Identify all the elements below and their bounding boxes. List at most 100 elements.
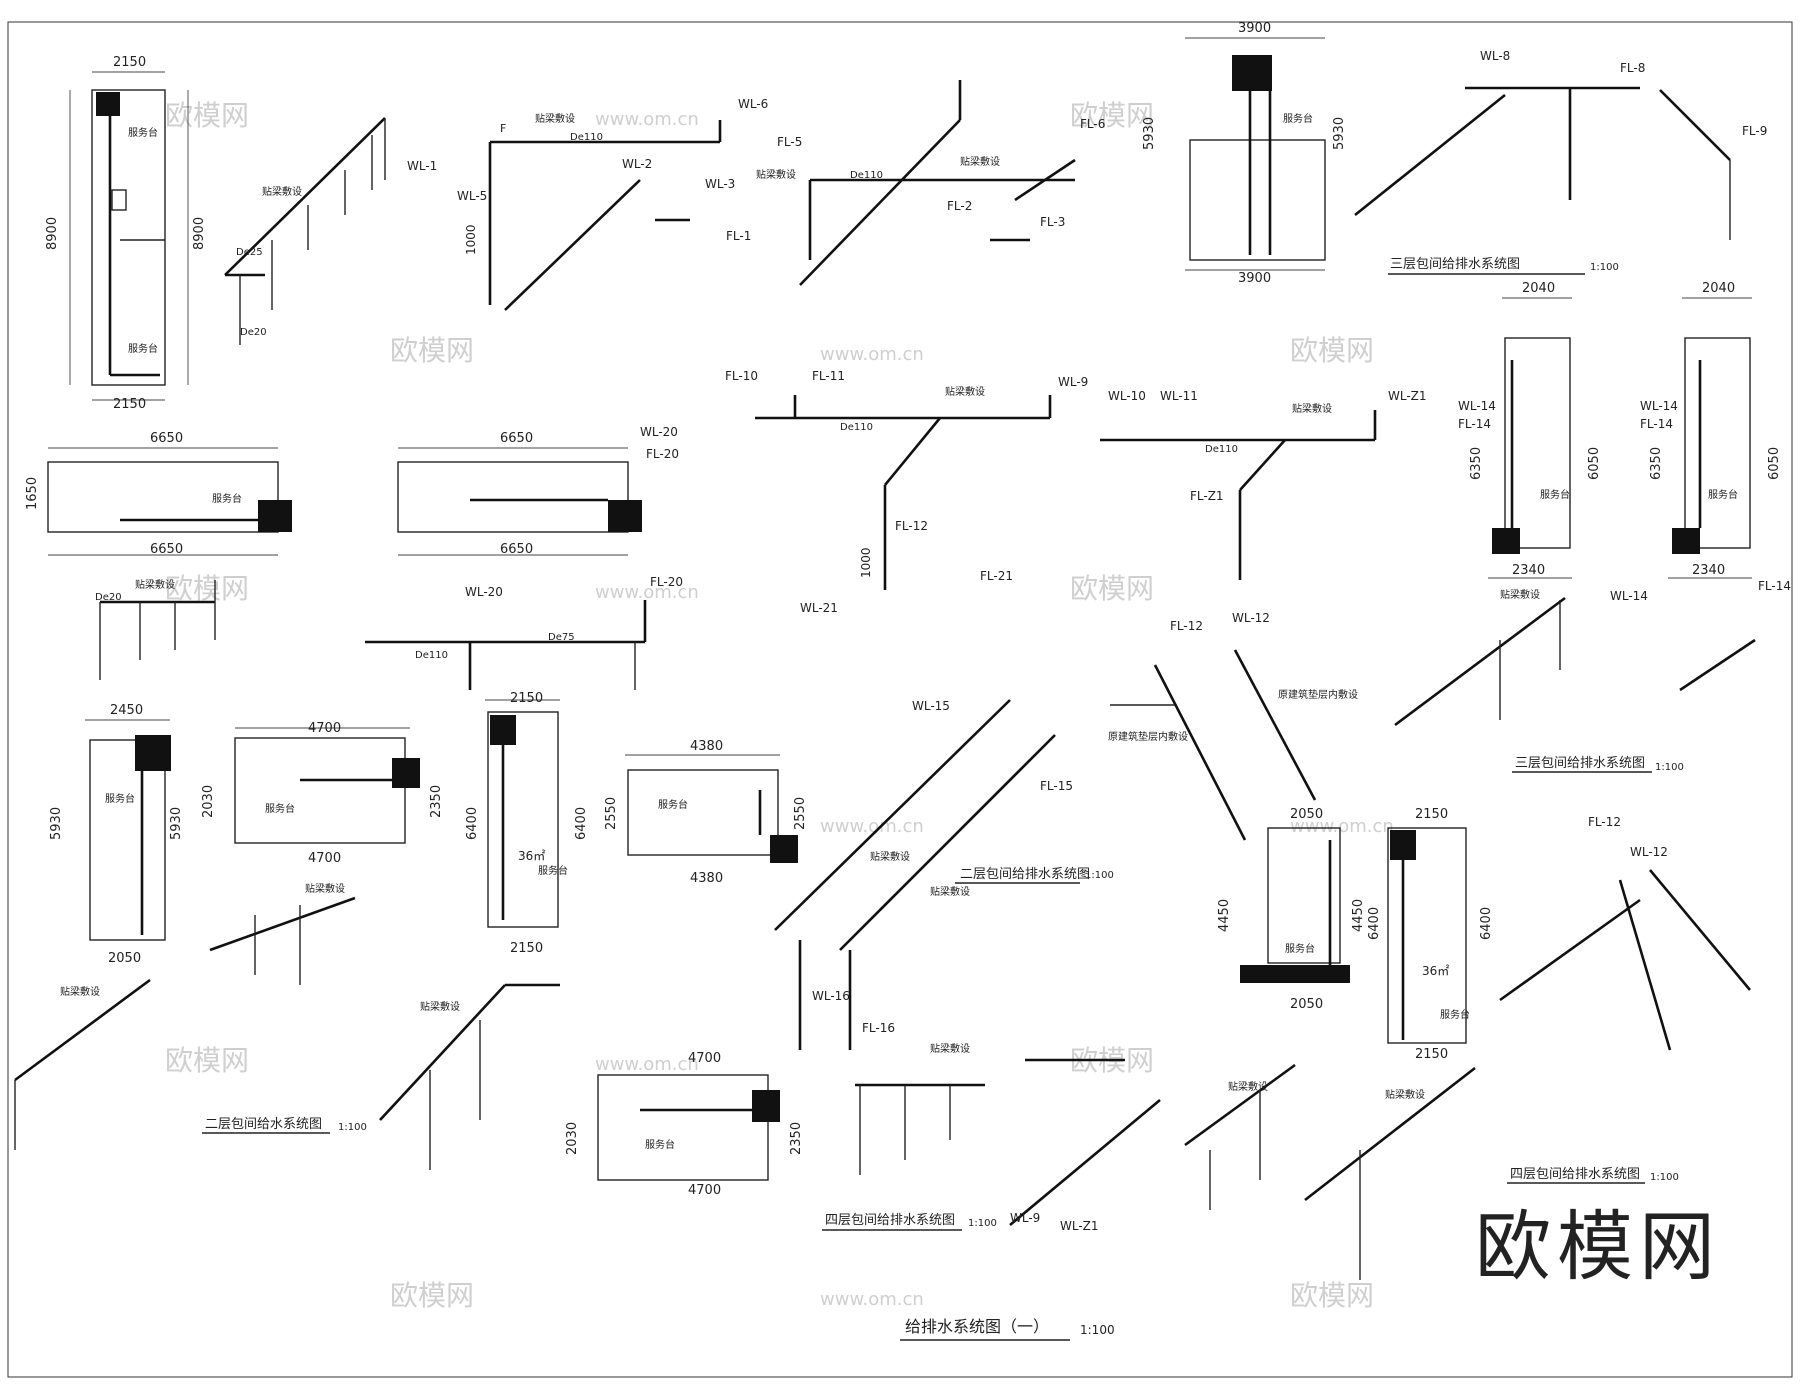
iso-4f-supply-right: 贴梁敷设 贴梁敷设 四层包间给排水系统图 1:100 [1184,1063,1679,1280]
plan-room-2040-a: 2040 服务台 WL-14 FL-14 6350 6050 2340 [1458,281,1602,579]
watermark-brand: 欧模网 [1290,1279,1374,1312]
dim-width: 4700 [688,1183,721,1198]
plan-room-2040-b: 2040 服务台 WL-14 FL-14 6350 6050 2340 [1640,281,1782,579]
tag: WL-20 [640,425,678,439]
plan-room-6650-left: 6650 服务台 1650 6650 [25,431,292,557]
dim-height: 2350 [429,785,444,818]
watermark-site: www.om.cn [595,582,699,603]
room-label: 服务台 [538,864,568,877]
tag: FL-8 [1620,61,1645,75]
dim-width: 2150 [510,941,543,956]
tag: FL-2 [947,199,972,213]
dim-height: 6050 [1587,447,1602,480]
dim-height: 8900 [45,217,60,250]
tag: FL-1 [726,229,751,243]
dim-width: 2340 [1512,563,1545,578]
tag: WL-8 [1480,49,1510,63]
dim-height: 2550 [604,797,619,830]
dim-1000: 1000 [464,224,478,255]
dim-height: 2550 [793,797,808,830]
dim-width: 2150 [510,691,543,706]
note-beam: 贴梁敷设 [1500,588,1540,601]
tag: WL-14 [1458,399,1496,413]
watermark-brand: 欧模网 [390,1279,474,1312]
room-label: 服务台 [1708,488,1738,501]
note-beam: 贴梁敷设 [135,578,175,591]
dim-width: 4700 [308,851,341,866]
room-label: 服务台 [105,792,135,805]
pipe-size: De110 [570,132,603,143]
iso-4f-right-fl12: FL-12 WL-12 [1499,815,1751,1051]
pipe-size: De25 [236,247,263,258]
pipe-size: De20 [240,327,267,338]
dim-width: 4700 [308,721,341,736]
diagram-scale: 1:100 [968,1218,997,1229]
tag: WL-11 [1160,389,1198,403]
dim-height: 5930 [169,807,184,840]
tag: FL-20 [650,575,683,589]
tag: FL-15 [1040,779,1073,793]
dim-width: 2050 [108,951,141,966]
dim-width: 2150 [1415,1047,1448,1062]
room-label: 服务台 [1440,1008,1470,1021]
tag: FL-12 [1588,815,1621,829]
note-beam: 贴梁敷设 [535,112,575,125]
dim-width: 2150 [113,55,146,70]
tag: WL-2 [622,157,652,171]
iso-drain-fl1-fl6: FL-5 FL-2 FL-3 FL-6 FL-1 De110 贴梁敷设 贴梁敷设 [726,80,1105,286]
dim-height: 8900 [192,217,207,250]
watermark-brand: 欧模网 [1070,99,1154,132]
pipe-size: De110 [850,170,883,181]
tag: FL-16 [862,1021,895,1035]
dim-height: 6400 [574,807,589,840]
note-beam: 贴梁敷设 [305,882,345,895]
tag: FL-14 [1640,417,1673,431]
dim-height: 6350 [1649,447,1664,480]
tag: FL-3 [1040,215,1065,229]
watermark-brand: 欧模网 [165,99,249,132]
room-area: 36㎡ [518,849,545,863]
dim-width: 2450 [110,703,143,718]
dim-height: 5930 [49,807,64,840]
note-beam: 贴梁敷设 [945,385,985,398]
dim-width: 2050 [1290,997,1323,1012]
dim-height: 4450 [1217,899,1232,932]
tag: WL-3 [705,177,735,191]
tag: WL-14 [1610,589,1648,603]
tag: WL-Z1 [1388,389,1427,403]
note-beam: 贴梁敷设 [60,985,100,998]
note-beam: 贴梁敷设 [960,155,1000,168]
iso-drain-wl20: WL-20 FL-20 De110 De75 [365,575,683,690]
room-label: 服务台 [212,492,242,505]
note-beam: 贴梁敷设 [262,185,302,198]
room-label: 服务台 [1540,488,1570,501]
brand-watermark: 欧模网 [1475,1202,1721,1291]
watermark-site: www.om.cn [820,1289,924,1310]
dim-width: 2150 [1415,807,1448,822]
iso-3f-top-right: WL-8 FL-8 FL-9 三层包间给排水系统图 1:100 [1354,49,1767,275]
pipe-size: De110 [840,422,873,433]
tag: FL-14 [1458,417,1491,431]
tag: FL-11 [812,369,845,383]
room-area: 36㎡ [1422,964,1449,978]
dim-height: 6400 [465,807,480,840]
room-label: 服务台 [128,126,158,139]
tag: FL-6 [1080,117,1105,131]
dim-width: 6650 [500,542,533,557]
dim-width: 4700 [688,1051,721,1066]
tag: FL-14 [1758,579,1791,593]
dim-width: 6650 [500,431,533,446]
note-beam: 贴梁敷设 [870,850,910,863]
tag: WL-21 [800,601,838,615]
flag-f: F [500,122,506,135]
note-beam: 贴梁敷设 [1292,402,1332,415]
plan-room-2150x8900: 2150 8900 8900 服务台 服务台 2150 [45,55,207,412]
diagram-title: 三层包间给排水系统图 [1390,257,1520,272]
tag: WL-16 [812,989,850,1003]
iso-2f-center: FL-10 FL-11 WL-9 FL-12 De110 贴梁敷设 1000 [725,369,1088,590]
dim-height: 6050 [1767,447,1782,480]
iso-4f-center: 贴梁敷设 WL-9 WL-Z1 四层包间给排水系统图 1:100 [822,1042,1161,1233]
tag: FL-5 [777,135,802,149]
tag: WL-12 [1630,845,1668,859]
